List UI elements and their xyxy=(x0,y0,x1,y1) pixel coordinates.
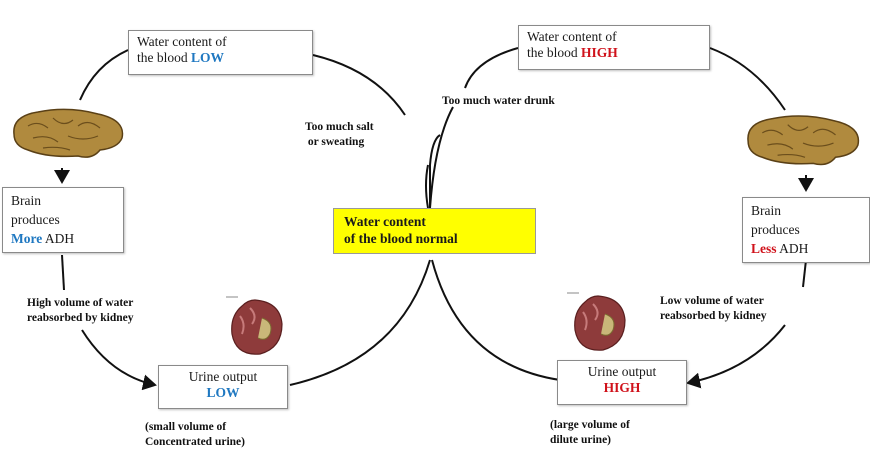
water-low-prefix: the blood xyxy=(137,50,191,65)
brain-less-adh-box: Brain produces Less ADH xyxy=(742,197,870,263)
high-reabsorb-label: High volume of water reabsorbed by kidne… xyxy=(27,296,134,326)
note-line1: (small volume of xyxy=(145,421,227,433)
kidney-icon-left xyxy=(226,296,283,355)
water-high-line1: Water content of xyxy=(527,29,617,44)
note-line2: dilute urine) xyxy=(550,434,612,446)
salt-sweating-label: Too much salt or sweating xyxy=(305,120,374,150)
dilute-urine-note: (large volume of dilute urine) xyxy=(550,418,630,448)
brain-line1: Brain xyxy=(11,193,41,208)
urine-status-high: HIGH xyxy=(603,380,641,395)
low-reabsorb-label: Low volume of water reabsorbed by kidney xyxy=(660,294,767,324)
more-emphasis: More xyxy=(11,231,43,246)
urine-line1: Urine output xyxy=(587,364,657,379)
reabsorb-line1: High volume of water xyxy=(27,297,134,309)
water-low-line1: Water content of xyxy=(137,34,227,49)
status-high: HIGH xyxy=(581,45,618,60)
adh-suffix: ADH xyxy=(42,231,75,246)
less-emphasis: Less xyxy=(751,241,777,256)
status-low: LOW xyxy=(191,50,225,65)
urine-line1: Urine output xyxy=(188,369,258,384)
kidney-icon-right xyxy=(567,292,626,351)
urine-low-box: Urine output LOW xyxy=(158,365,288,409)
water-high-prefix: the blood xyxy=(527,45,581,60)
note-line1: (large volume of xyxy=(550,419,630,431)
normal-line1: Water content xyxy=(344,214,426,229)
brain-more-adh-box: Brain produces More ADH xyxy=(2,187,124,253)
water-normal-box: Water content of the blood normal xyxy=(333,208,536,254)
urine-status-low: LOW xyxy=(206,385,240,400)
brain-line2: produces xyxy=(751,222,800,237)
note-line2: Concentrated urine) xyxy=(145,436,245,448)
brain-line1: Brain xyxy=(751,203,781,218)
reabsorb-line2: reabsorbed by kidney xyxy=(27,312,134,324)
brain-icon-right xyxy=(747,115,860,166)
brain-line2: produces xyxy=(11,212,60,227)
brain-line3: More ADH xyxy=(11,229,115,248)
brain-icon-left xyxy=(13,108,124,158)
brain-line3: Less ADH xyxy=(751,239,861,258)
water-drunk-label: Too much water drunk xyxy=(442,94,555,109)
salt-line1: Too much salt xyxy=(305,121,374,133)
concentrated-urine-note: (small volume of Concentrated urine) xyxy=(145,420,245,450)
reabsorb-line1: Low volume of water xyxy=(660,295,764,307)
salt-line2: or sweating xyxy=(305,136,365,148)
water-drunk-line1: Too much water drunk xyxy=(442,95,555,107)
reabsorb-line2: reabsorbed by kidney xyxy=(660,310,767,322)
water-high-box: Water content of the blood HIGH xyxy=(518,25,710,70)
water-high-line2: the blood HIGH xyxy=(527,45,701,61)
water-low-box: Water content of the blood LOW xyxy=(128,30,313,75)
adh-suffix: ADH xyxy=(776,241,809,256)
water-low-line2: the blood LOW xyxy=(137,50,304,66)
urine-high-box: Urine output HIGH xyxy=(557,360,687,405)
normal-line2: of the blood normal xyxy=(344,231,458,246)
